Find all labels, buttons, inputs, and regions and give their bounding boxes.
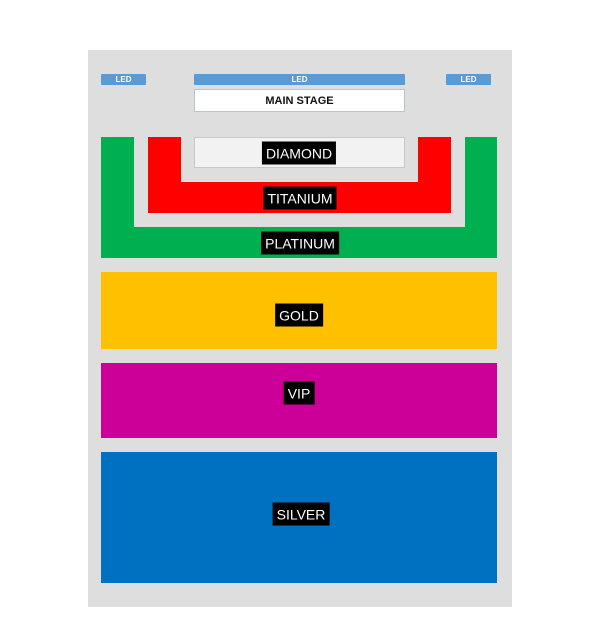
main-stage: MAIN STAGE [194, 89, 405, 112]
vip-label: VIP [283, 381, 315, 405]
diamond-label: DIAMOND [261, 141, 337, 165]
titanium-label: TITANIUM [263, 186, 337, 210]
platinum-label: PLATINUM [261, 231, 339, 255]
gold-label: GOLD [275, 303, 323, 327]
led-screen-right: LED [446, 74, 491, 85]
led-screen-center: LED [194, 74, 405, 85]
silver-label: SILVER [272, 502, 330, 526]
led-screen-left: LED [101, 74, 146, 85]
